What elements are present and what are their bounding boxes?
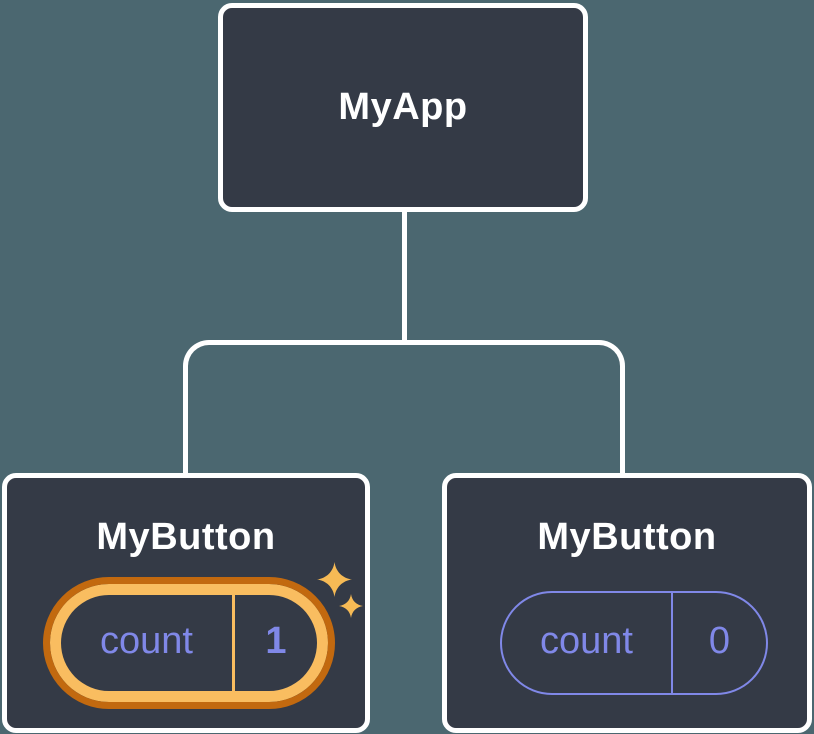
node-mybutton-right: MyButton count 0: [442, 473, 812, 733]
count-value-section: 0: [673, 593, 766, 693]
pill-divider: [671, 593, 673, 693]
count-pill-label-section: count: [61, 595, 232, 691]
count-label: count: [100, 620, 193, 662]
connector-bracket: [183, 340, 625, 473]
connector-stem: [402, 208, 407, 345]
count-value: 1: [265, 620, 287, 662]
node-myapp-label: MyApp: [338, 86, 468, 128]
sparkle-small-icon: [339, 594, 363, 618]
node-mybutton-right-label: MyButton: [537, 516, 717, 558]
sparkles-icon: [317, 562, 352, 597]
node-mybutton-left-label: MyButton: [96, 516, 276, 558]
count-pill-value-section: 1: [235, 595, 317, 691]
count-pill-highlighted: count 1: [43, 577, 335, 709]
count-value: 0: [708, 620, 731, 662]
node-myapp: MyApp: [218, 3, 588, 212]
count-pill: count 0: [500, 591, 768, 695]
node-mybutton-left: MyButton count 1: [2, 473, 370, 733]
count-label: count: [540, 620, 633, 662]
pill-divider: [232, 595, 235, 691]
count-pill-label-section: count: [502, 593, 671, 693]
